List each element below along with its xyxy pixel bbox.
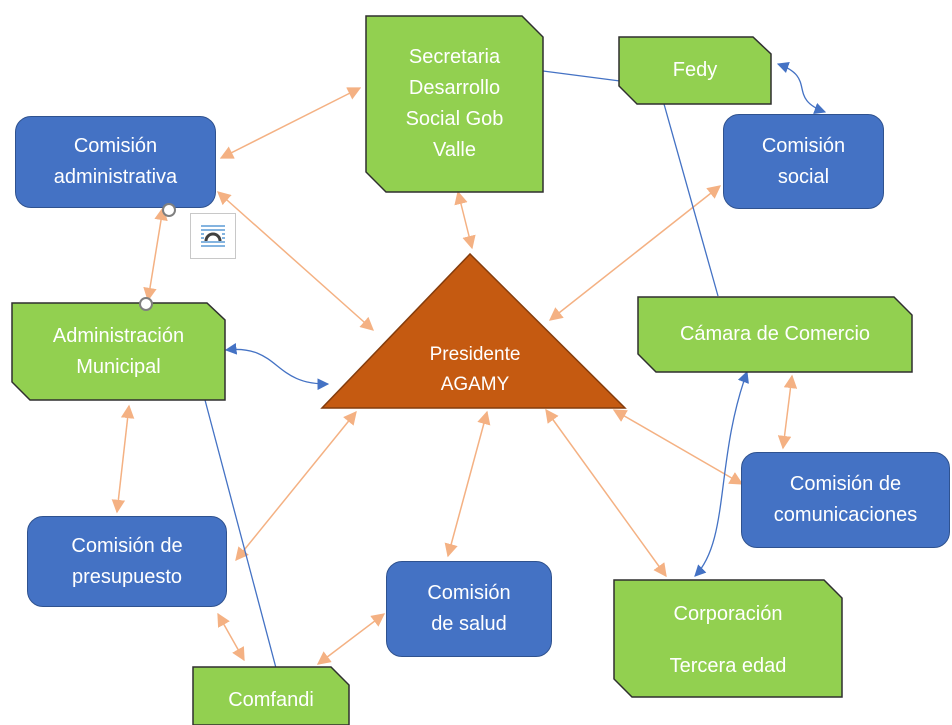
- presidente-triangle[interactable]: [320, 252, 627, 409]
- node-corporacion[interactable]: Corporación Tercera edad: [614, 590, 842, 690]
- node-label: Comisión de: [789, 473, 902, 495]
- presidente-label-line: Presidente: [429, 344, 521, 365]
- connector-secretaria-fedy[interactable]: [542, 70, 621, 82]
- connector-presupuesto-comfandi[interactable]: [217, 612, 245, 662]
- node-label: Tercera edad: [669, 655, 787, 677]
- node-label: Comfandi: [228, 688, 314, 711]
- node-label: Comisión: [427, 582, 511, 604]
- corporacion-shape: [613, 579, 843, 698]
- node-label: Comisión: [761, 134, 846, 157]
- node-comision-social[interactable]: Comisión social: [723, 114, 884, 209]
- administracion-municipal-shape: [11, 302, 226, 401]
- node-label: Social Gob: [405, 108, 504, 130]
- connector-comunicaciones-presidente[interactable]: [612, 409, 744, 485]
- node-label: Valle: [433, 139, 476, 161]
- connector-fedy-social[interactable]: [776, 61, 827, 114]
- presidente-label: Presidente AGAMY: [380, 340, 570, 400]
- node-label: Fedy: [672, 59, 718, 81]
- node-fedy[interactable]: Fedy: [619, 37, 771, 104]
- connector-social-presidente[interactable]: [548, 185, 722, 321]
- node-label: Administración: [52, 324, 185, 347]
- layout-options-glyph: [201, 225, 225, 247]
- connector-secretaria-presidente[interactable]: [454, 190, 476, 250]
- node-administracion-municipal[interactable]: Administración Municipal: [12, 303, 225, 400]
- node-label: comunicaciones: [773, 504, 918, 526]
- node-label: Secretaria: [408, 46, 501, 68]
- connector-endpoint-handle[interactable]: [139, 297, 153, 311]
- presidente-label-line: AGAMY: [440, 374, 510, 395]
- node-label: Cámara de Comercio: [679, 323, 871, 345]
- node-comision-comunicaciones[interactable]: Comisión de comunicaciones: [741, 452, 950, 548]
- connector-comfandi-salud[interactable]: [316, 613, 386, 665]
- connector-municipal-presupuesto[interactable]: [111, 404, 135, 514]
- connector-municipal-comfandi[interactable]: [204, 399, 277, 669]
- node-comision-salud[interactable]: Comisión de salud: [386, 561, 552, 657]
- node-label: social: [777, 165, 830, 188]
- layout-options-icon[interactable]: [190, 213, 236, 259]
- secretaria-shape: [365, 15, 544, 193]
- node-label: de salud: [431, 613, 507, 635]
- connector-camara-corporacion[interactable]: [694, 370, 749, 577]
- comfandi-shape: [192, 666, 350, 725]
- node-secretaria[interactable]: Secretaria Desarrollo Social Gob Valle: [366, 36, 543, 172]
- camara-comercio-shape: [637, 296, 913, 373]
- connector-presupuesto-presidente[interactable]: [235, 410, 357, 562]
- node-label: presupuesto: [71, 565, 183, 588]
- connector-corporacion-presidente[interactable]: [545, 408, 667, 578]
- node-label: Comisión: [73, 135, 158, 157]
- connector-fedy-camara[interactable]: [663, 103, 719, 297]
- node-label: Desarrollo: [408, 77, 501, 99]
- node-camara-comercio[interactable]: Cámara de Comercio: [638, 297, 912, 372]
- connector-municipal-presidente[interactable]: [224, 343, 330, 391]
- connector-endpoint-handle[interactable]: [162, 203, 176, 217]
- node-comfandi[interactable]: Comfandi: [193, 675, 349, 725]
- connector-admin-municipal[interactable]: [143, 206, 168, 302]
- node-label: Comisión de: [71, 534, 183, 557]
- node-label: Corporación: [673, 603, 783, 625]
- fedy-shape: [618, 36, 772, 105]
- connector-admin-presidente[interactable]: [216, 191, 375, 331]
- node-label: Municipal: [76, 355, 161, 378]
- node-comision-presupuesto[interactable]: Comisión de presupuesto: [27, 516, 227, 607]
- connector-camara-comunicaciones[interactable]: [777, 374, 798, 450]
- connector-salud-presidente[interactable]: [444, 410, 491, 558]
- node-label: administrativa: [53, 166, 178, 188]
- connector-admin-secretaria[interactable]: [219, 87, 362, 159]
- node-comision-administrativa[interactable]: Comisión administrativa: [15, 116, 216, 208]
